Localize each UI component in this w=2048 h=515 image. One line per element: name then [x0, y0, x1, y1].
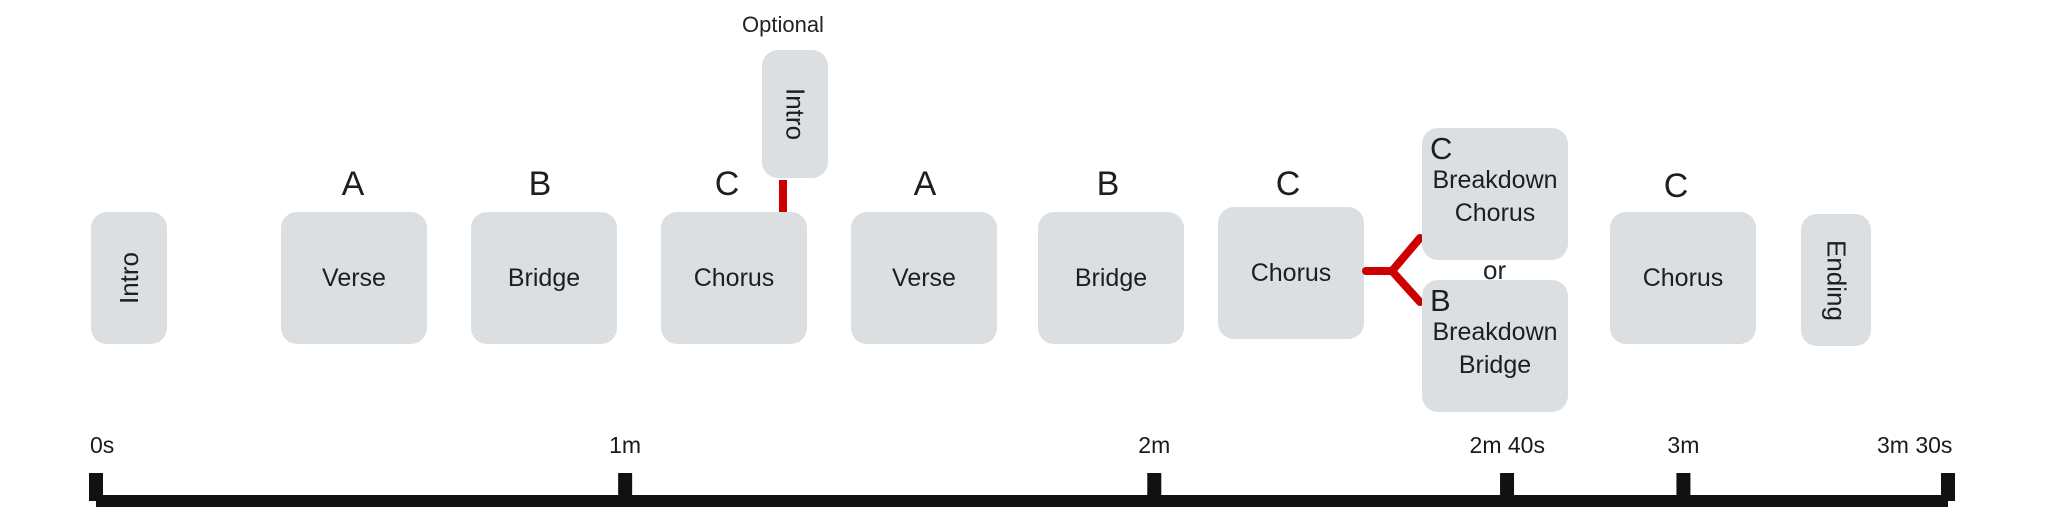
chorus-block-2: Chorus [1218, 207, 1364, 339]
breakdown-chorus-block: C Breakdown Chorus [1422, 128, 1568, 260]
chorus-label-3: Chorus [1642, 263, 1724, 292]
timeline-tick-label: 2m [1138, 432, 1171, 458]
section-letter-bridge-1: B [528, 165, 552, 203]
section-letter-bridge-2: B [1096, 165, 1120, 203]
verse-label-1: Verse [322, 263, 386, 292]
section-letter-verse-2: A [913, 165, 937, 203]
bridge-block-1: Bridge [471, 212, 617, 344]
timeline-tick-label: 3m [1667, 432, 1700, 458]
breakdown-bridge-line2: Bridge [1458, 351, 1532, 379]
optional-connector [779, 180, 787, 212]
chorus-block-1: Chorus [661, 212, 807, 344]
timeline-tick-label: 2m 40s [1469, 432, 1545, 458]
breakdown-chorus-line2: Chorus [1454, 199, 1536, 227]
bridge-label-2: Bridge [1074, 263, 1148, 292]
bridge-block-2: Bridge [1038, 212, 1184, 344]
timeline-tick [1147, 473, 1162, 501]
section-letter-chorus-2: C [1275, 165, 1301, 203]
optional-intro-block: Intro [762, 50, 828, 178]
intro-block: Intro [91, 212, 167, 344]
or-label: or [1483, 255, 1507, 285]
section-letter-chorus-3: C [1663, 167, 1689, 205]
timeline-tick-label: 1m [609, 432, 642, 458]
verse-label-2: Verse [892, 263, 956, 292]
optional-label: Optional [742, 12, 824, 37]
timeline-tick [89, 473, 103, 501]
optional-intro-label: Intro [780, 87, 811, 141]
timeline-tick [1676, 473, 1691, 501]
ending-block: Ending [1801, 214, 1871, 346]
chorus-block-3: Chorus [1610, 212, 1756, 344]
breakdown-chorus-letter: C [1430, 131, 1453, 166]
section-letter-verse-1: A [341, 165, 365, 203]
breakdown-bridge-block: B Breakdown Bridge [1422, 280, 1568, 412]
timeline-bar [96, 495, 1948, 507]
breakdown-chorus-line1: Breakdown [1432, 166, 1558, 194]
ending-label: Ending [1821, 239, 1852, 321]
timeline-tick-label: 0s [90, 432, 115, 458]
timeline-tick [1941, 473, 1955, 501]
timeline-tick [618, 473, 633, 501]
timeline-tick [1500, 473, 1515, 501]
bridge-label-1: Bridge [507, 263, 581, 292]
chorus-label-2: Chorus [1250, 258, 1332, 287]
timeline-tick-label: 3m 30s [1877, 432, 1953, 458]
section-letter-chorus-1: C [714, 165, 740, 203]
verse-block-2: Verse [851, 212, 997, 344]
chorus-label-1: Chorus [693, 263, 775, 292]
breakdown-bridge-letter: B [1430, 283, 1451, 318]
verse-block-1: Verse [281, 212, 427, 344]
breakdown-bridge-line1: Breakdown [1432, 318, 1558, 346]
